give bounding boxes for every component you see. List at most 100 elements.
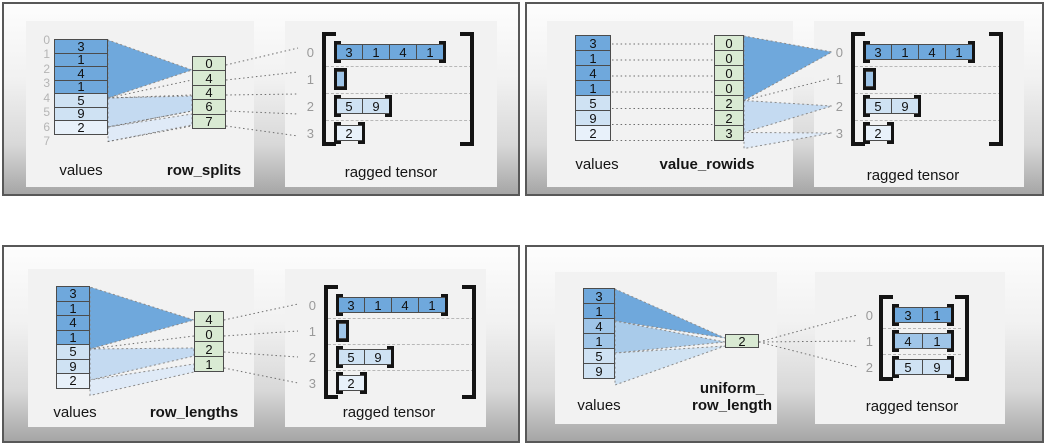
value-cell: 1 (56, 300, 90, 316)
value-cell: 1 (575, 50, 611, 66)
tensor-open-bracket (324, 285, 338, 399)
value-index: 5 (43, 105, 50, 120)
row-close-bracket (358, 122, 365, 144)
row-splits-cell: 6 (192, 99, 226, 115)
tensor-row-label: 1 (835, 72, 843, 87)
row-close-bracket (947, 356, 954, 378)
value-index: 2 (43, 61, 50, 76)
value-cell: 4 (56, 315, 90, 331)
row-length-cell: 2 (725, 334, 759, 349)
row-close-bracket (441, 294, 448, 316)
row-separator (328, 370, 474, 371)
row-splits-cell: 7 (192, 113, 226, 129)
panel-uniform-row-length: 3 1 4 1 5 9 2 0 1 2 3 1 4 1 (525, 245, 1044, 443)
row-close-bracket (947, 304, 954, 326)
rowid-cell: 3 (714, 125, 744, 141)
row-open-bracket (334, 41, 341, 63)
tensor-open-bracket (322, 32, 336, 146)
row-splits-cell: 4 (192, 70, 226, 86)
row-open-bracket (892, 330, 899, 352)
value-index: 7 (43, 133, 50, 148)
value-index: 1 (43, 47, 50, 62)
panel-row-splits: 0 1 2 3 4 5 6 7 3 1 4 1 5 9 2 0 4 4 6 7 (2, 2, 520, 196)
tensor-row: 5 9 (863, 95, 921, 117)
tensor-row: 5 9 (334, 95, 392, 117)
tensor-close-bracket (460, 32, 474, 146)
tensor-label: ragged tensor (344, 164, 438, 181)
tensor-row: 3 1 4 1 (863, 41, 975, 63)
value-cell: 9 (56, 358, 90, 374)
row-close-bracket (385, 95, 392, 117)
tensor-close-bracket (989, 32, 1003, 146)
tensor-cell: 4 (391, 297, 419, 313)
value-cell: 9 (583, 363, 615, 379)
values-label: values (577, 397, 621, 414)
tensor-row: 5 9 (892, 356, 954, 378)
row-length-cell: 1 (194, 356, 224, 372)
value-cell: 3 (56, 286, 90, 302)
value-cell: 5 (583, 348, 615, 364)
value-index: 3 (43, 76, 50, 91)
values-label: values (575, 156, 619, 173)
values-column: 3 1 4 1 5 9 2 (575, 35, 611, 141)
tensor-label: ragged tensor (866, 167, 960, 184)
tensor-row-empty (863, 68, 876, 90)
row-close-bracket (360, 372, 367, 394)
row-open-bracket (334, 95, 341, 117)
row-open-bracket (863, 95, 870, 117)
row-separator (326, 92, 472, 94)
rowid-cell: 2 (714, 95, 744, 111)
value-rowids-column: 0 0 0 0 2 2 3 (714, 35, 744, 141)
tensor-open-bracket (879, 295, 893, 381)
value-index: 4 (43, 90, 50, 105)
method-label-line1: uniform_ (699, 380, 765, 397)
values-label: values (53, 404, 97, 421)
row-open-bracket (863, 68, 870, 90)
row-close-bracket (947, 330, 954, 352)
tensor-cell: 9 (362, 98, 390, 114)
tensor-row-label: 1 (306, 72, 314, 87)
row-splits-column: 0 4 4 6 7 (192, 56, 226, 129)
value-cell: 5 (575, 95, 611, 111)
row-separator (883, 328, 961, 329)
rowid-cell: 2 (714, 110, 744, 126)
value-index-column: 0 1 2 3 4 5 6 7 (28, 33, 50, 148)
value-cell: 4 (575, 65, 611, 81)
row-open-bracket (336, 294, 343, 316)
row-separator (326, 119, 472, 121)
tensor-row-label: 3 (306, 126, 314, 141)
tensor-row: 5 9 (336, 346, 394, 368)
row-separator (328, 344, 474, 345)
row-length-cell: 4 (194, 311, 224, 327)
rowid-cell: 0 (714, 65, 744, 81)
method-label: value_rowids (659, 156, 755, 173)
tensor-close-bracket (462, 285, 476, 399)
tensor-row-label: 1 (308, 324, 316, 339)
value-index: 6 (43, 119, 50, 134)
tensor-row-label: 1 (865, 334, 873, 349)
tensor-cell: 9 (364, 349, 392, 365)
method-label: row_lengths (149, 404, 239, 421)
rowid-cell: 0 (714, 80, 744, 96)
row-open-bracket (334, 122, 341, 144)
values-label: values (59, 162, 103, 179)
tensor-row: 4 1 (892, 330, 954, 352)
row-lengths-column: 4 0 2 1 (194, 311, 224, 372)
rowid-cell: 0 (714, 35, 744, 51)
row-close-bracket (387, 346, 394, 368)
row-open-bracket (336, 346, 343, 368)
tensor-row-label: 2 (306, 99, 314, 114)
row-open-bracket (863, 122, 870, 144)
row-splits-cell: 4 (192, 84, 226, 101)
tensor-close-bracket (955, 295, 969, 381)
row-close-bracket (968, 41, 975, 63)
value-cell: 3 (583, 288, 615, 304)
tensor-row-label: 2 (865, 360, 873, 375)
row-close-bracket (887, 122, 894, 144)
row-splits-cell: 0 (192, 56, 226, 72)
tensor-row-empty (336, 320, 349, 342)
tensor-row-label: 2 (308, 350, 316, 365)
value-cell: 4 (583, 318, 615, 334)
row-open-bracket (336, 320, 343, 342)
tensor-row-label: 0 (835, 45, 843, 60)
